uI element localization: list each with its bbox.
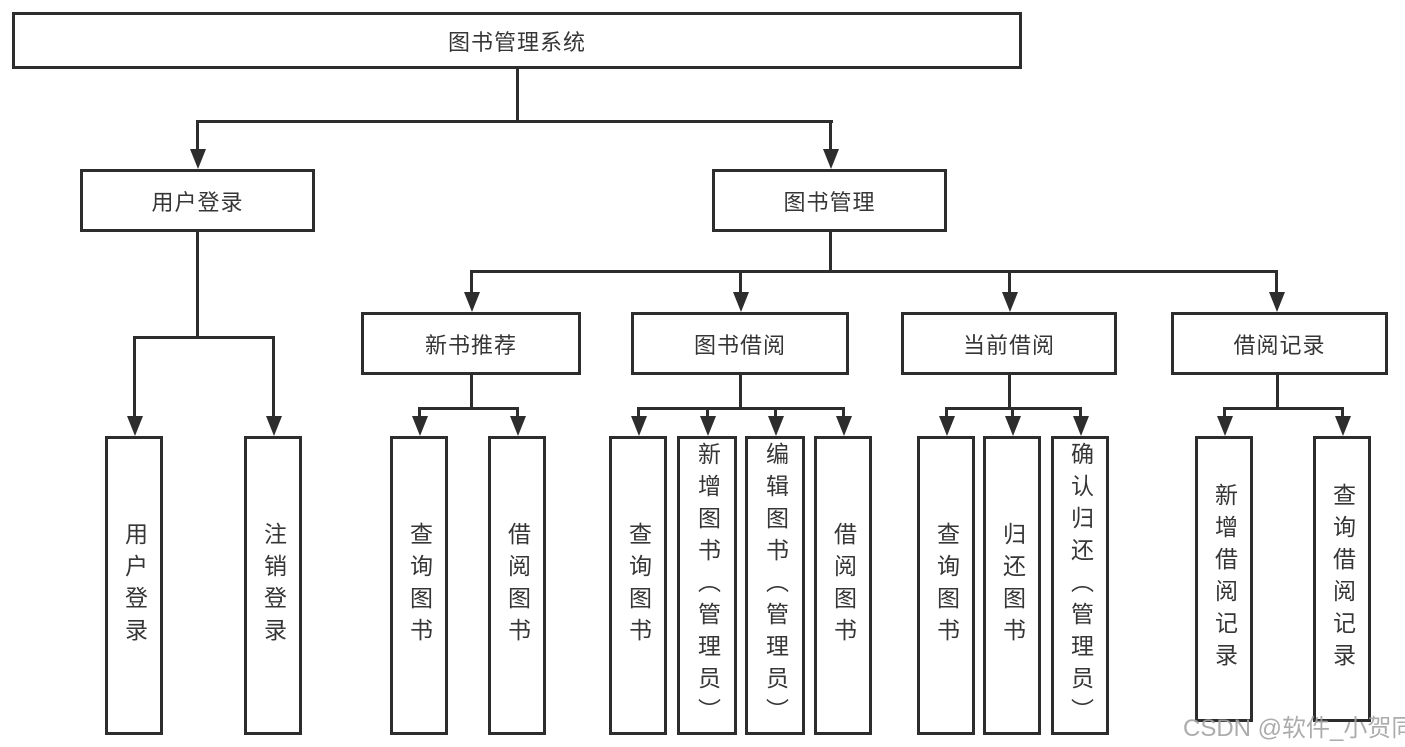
arrowhead-down-icon <box>823 149 839 169</box>
leaf-label: 注销登录 <box>260 521 287 650</box>
connector-line <box>706 407 709 419</box>
connector-line <box>1079 407 1082 419</box>
node-new-book-recommend: 新书推荐 <box>361 312 581 375</box>
connector-line <box>272 336 275 418</box>
node-book-management: 图书管理 <box>712 169 947 232</box>
connector-line <box>196 232 199 339</box>
leaf-label: 确认归还（管理员） <box>1067 441 1094 730</box>
leaf-add-borrow-record: 新增借阅记录 <box>1195 436 1253 722</box>
arrowhead-down-icon <box>1269 292 1285 312</box>
arrowhead-down-icon <box>631 416 647 436</box>
arrowhead-down-icon <box>1335 416 1351 436</box>
connector-line <box>1341 407 1344 419</box>
connector-line <box>637 407 845 410</box>
leaf-user-login: 用户登录 <box>105 436 163 735</box>
leaf-logout: 注销登录 <box>244 436 302 735</box>
arrowhead-down-icon <box>1217 416 1233 436</box>
arrowhead-down-icon <box>836 416 852 436</box>
arrowhead-down-icon <box>1002 292 1018 312</box>
connector-line <box>1008 375 1011 410</box>
connector-line <box>842 407 845 419</box>
connector-line <box>1275 270 1278 294</box>
arrowhead-down-icon <box>768 416 784 436</box>
arrowhead-down-icon <box>412 416 428 436</box>
connector-line <box>1276 375 1279 410</box>
leaf-add-books-admin: 新增图书（管理员） <box>677 436 737 735</box>
connector-line <box>829 120 832 152</box>
arrowhead-down-icon <box>700 416 716 436</box>
node-label: 新书推荐 <box>424 332 517 358</box>
connector-line <box>470 375 473 410</box>
arrowhead-down-icon <box>464 292 480 312</box>
arrowhead-down-icon <box>733 292 749 312</box>
leaf-label: 借阅图书 <box>830 521 857 650</box>
leaf-label: 用户登录 <box>121 521 148 650</box>
node-label: 图书管理系统 <box>447 29 586 55</box>
leaf-label: 借阅图书 <box>504 521 531 650</box>
node-label: 当前借阅 <box>962 332 1055 358</box>
leaf-label: 新增借阅记录 <box>1211 483 1238 675</box>
leaf-query-books-recommend: 查询图书 <box>390 436 448 735</box>
arrowhead-down-icon <box>1073 416 1089 436</box>
arrowhead-down-icon <box>510 416 526 436</box>
connector-line <box>418 407 421 419</box>
connector-line <box>739 270 742 294</box>
connector-line <box>133 336 136 418</box>
node-user-login: 用户登录 <box>80 169 315 232</box>
connector-line <box>470 270 473 294</box>
leaf-label: 编辑图书（管理员） <box>762 441 789 730</box>
connector-line <box>196 120 199 152</box>
node-label: 图书管理 <box>783 189 876 215</box>
connector-line <box>739 375 742 410</box>
leaf-borrow-books: 借阅图书 <box>814 436 872 735</box>
leaf-label: 查询图书 <box>625 521 652 650</box>
arrowhead-down-icon <box>266 416 282 436</box>
connector-line <box>133 336 275 339</box>
arrowhead-down-icon <box>190 149 206 169</box>
leaf-query-books-current: 查询图书 <box>917 436 975 735</box>
connector-line <box>196 120 833 123</box>
connector-line <box>774 407 777 419</box>
csdn-watermark: CSDN @软件_小贺同学 <box>1183 715 1405 742</box>
leaf-confirm-return-admin: 确认归还（管理员） <box>1051 436 1109 735</box>
node-current-borrow: 当前借阅 <box>901 312 1117 375</box>
node-borrow-records: 借阅记录 <box>1171 312 1388 375</box>
node-library-system: 图书管理系统 <box>12 12 1022 69</box>
node-label: 图书借阅 <box>693 332 786 358</box>
arrowhead-down-icon <box>1005 416 1021 436</box>
connector-line <box>1223 407 1344 410</box>
node-label: 借阅记录 <box>1233 332 1326 358</box>
node-book-borrow: 图书借阅 <box>631 312 849 375</box>
connector-line <box>1223 407 1226 419</box>
connector-line <box>470 270 1278 273</box>
leaf-edit-books-admin: 编辑图书（管理员） <box>745 436 805 735</box>
leaf-query-borrow-record: 查询借阅记录 <box>1313 436 1371 722</box>
connector-line <box>945 407 948 419</box>
node-label: 用户登录 <box>151 189 244 215</box>
connector-line <box>637 407 640 419</box>
connector-line <box>418 407 519 410</box>
connector-line <box>516 69 519 123</box>
connector-line <box>1011 407 1014 419</box>
connector-line <box>516 407 519 419</box>
leaf-label: 归还图书 <box>999 521 1026 650</box>
connector-line <box>829 232 832 273</box>
leaf-return-books: 归还图书 <box>983 436 1041 735</box>
leaf-query-books-borrow: 查询图书 <box>609 436 667 735</box>
leaf-label: 查询图书 <box>933 521 960 650</box>
connector-line <box>1008 270 1011 294</box>
leaf-label: 查询图书 <box>406 521 433 650</box>
arrowhead-down-icon <box>939 416 955 436</box>
arrowhead-down-icon <box>127 416 143 436</box>
leaf-label: 新增图书（管理员） <box>694 441 721 730</box>
leaf-borrow-books-recommend: 借阅图书 <box>488 436 546 735</box>
leaf-label: 查询借阅记录 <box>1329 483 1356 675</box>
